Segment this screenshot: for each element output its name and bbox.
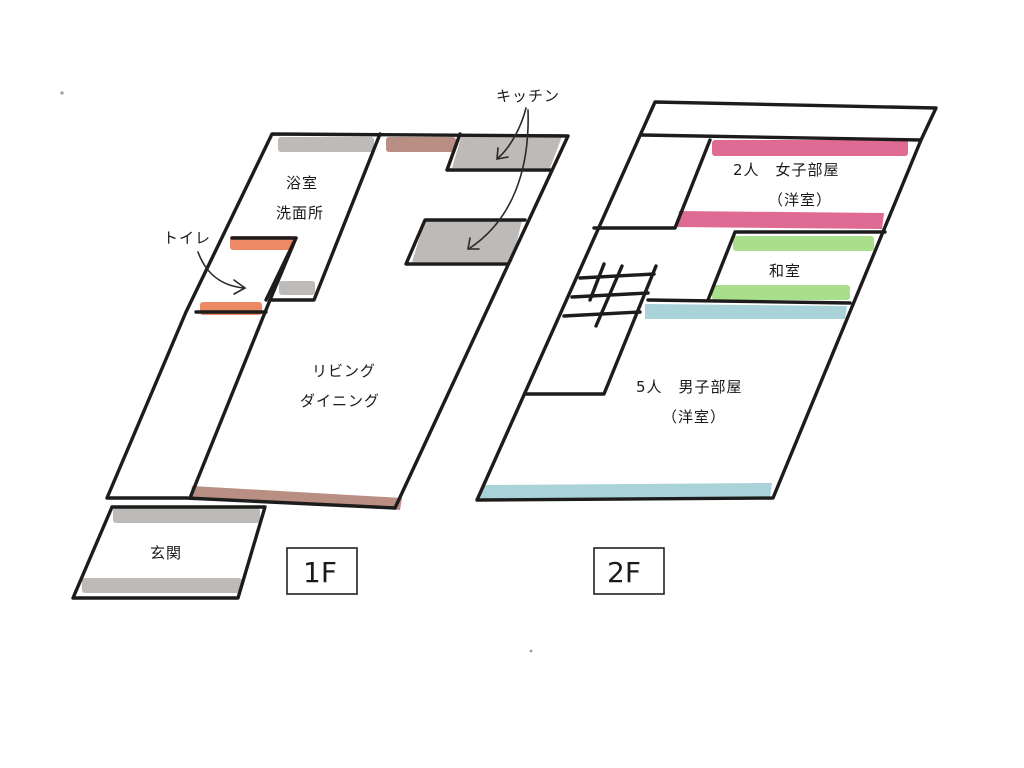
kitchen-arrow-upper-head [496,147,509,160]
floor-1-tag: 1F [303,556,337,589]
balcony-wall [640,133,923,142]
stair-stringer-1 [594,264,624,328]
girls-room-label-line1: 2人 女子部屋 [733,161,840,179]
entrance-bottom-strip [82,578,242,593]
boys-room-top-strip [645,304,847,319]
girls-room-wall [596,138,712,230]
kitchen-arrow-lower [469,109,529,249]
girls-room-label-line2: （洋室） [768,191,832,209]
toilet-arrow [197,251,245,289]
bath-label-line2: 洗面所 [276,204,324,222]
bath-storage-strip [278,137,374,152]
toilet-arrow-head [233,279,247,295]
kitchen-arrow-upper [497,107,527,159]
floor-1-tag-box [286,547,358,595]
stair-stringer-2 [588,262,606,302]
girls-room-top-strip [712,140,908,156]
speck-2 [529,649,533,653]
stair-outline [524,264,658,396]
living-label-line2: ダイニング [300,392,380,410]
toilet-wall [264,236,298,302]
kitchen-label: キッチン [496,87,560,105]
entrance-outline [71,505,267,600]
toilet-label: トイレ [163,229,211,247]
girls-room-bottom-strip [677,211,884,229]
boys-room-bottom-strip [480,483,772,500]
speck-1 [60,91,64,95]
boys-room-label-line1: 5人 男子部屋 [636,378,743,396]
floor-2: 2人 女子部屋 （洋室） 和室 5人 男子部屋 （洋室） 2F [475,100,938,595]
kitchen-wall-upper [445,132,552,172]
japanese-room-bottom-strip [712,285,850,300]
bath-bottom-strip [279,281,315,295]
living-left-wall [188,298,272,500]
bath-label-line1: 浴室 [286,174,318,192]
japanese-room-wall [706,230,887,302]
floor-2-outline [475,100,938,502]
living-top-strip [386,137,456,152]
kitchen-arrow-lower-head [467,237,480,250]
living-label-line1: リビング [312,362,376,380]
floor-2-tag: 2F [607,556,641,589]
floor-1: キッチン 浴室 洗面所 トイレ リビング ダイニング 玄関 1F [71,87,570,600]
floor-2-tag-box [593,547,665,595]
japanese-room-top-strip [733,236,874,251]
boys-room-label-line2: （洋室） [662,408,726,426]
entrance-label: 玄関 [150,544,182,562]
kitchen-counter-upper [452,134,563,168]
entrance-top-strip [113,508,260,523]
boys-room-top-wall [646,298,852,305]
kitchen-wall-lower [404,218,527,266]
kitchen-counter-lower [412,220,522,262]
floor-1-outline [105,132,570,510]
living-bottom-strip [190,486,402,510]
japanese-room-label: 和室 [769,262,801,280]
